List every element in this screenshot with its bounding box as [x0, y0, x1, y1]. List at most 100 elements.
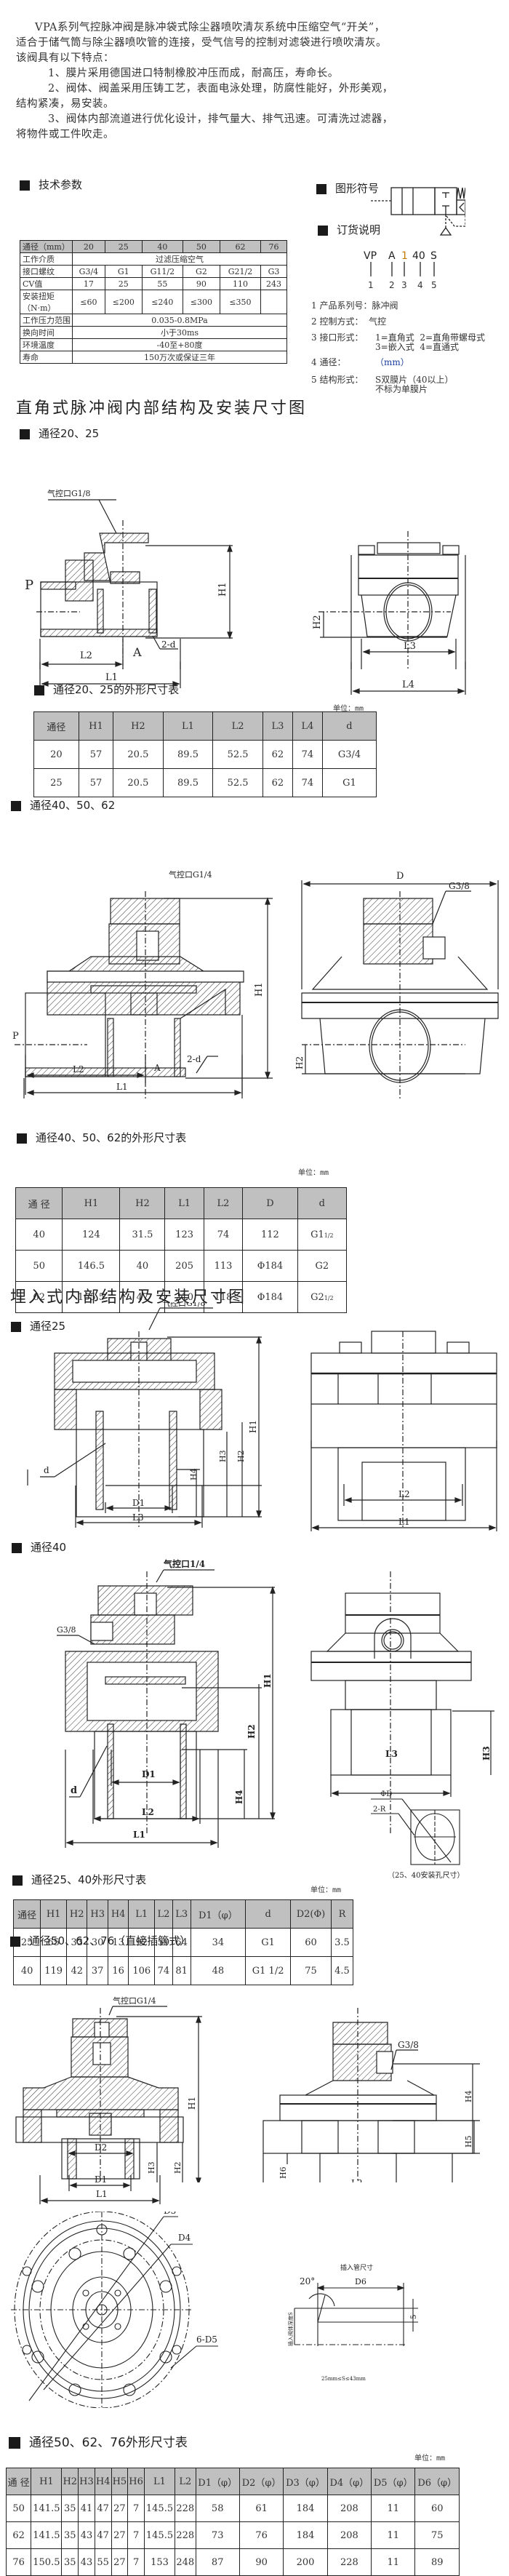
cell: 27 — [111, 2495, 129, 2522]
table-row: 环境温度-40至+80度 — [20, 338, 287, 351]
header-cell: 50 — [182, 240, 220, 253]
cell: 75 — [414, 2521, 460, 2549]
order-item: 5 结构形式：S双膜片（40以上）不标为单膜片 — [311, 374, 508, 396]
label-l1: L1 — [116, 1082, 128, 1092]
label-port: 气控口G1/4 — [113, 1995, 156, 2006]
cell: 3.5 — [330, 1928, 354, 1957]
row-value: 过滤压缩空气 — [72, 252, 287, 266]
label-l3: L3 — [132, 1512, 144, 1523]
label-a: A — [153, 1063, 161, 1073]
square-bullet-icon — [11, 800, 21, 811]
unit-label: 单位：mm — [333, 705, 364, 713]
cell: 11 — [371, 2548, 416, 2576]
order-item-value: （mm） — [375, 357, 409, 367]
label-h3: H3 — [218, 1450, 228, 1462]
header-cell: 通径 — [33, 711, 79, 741]
cell: 27 — [111, 2521, 129, 2549]
cell: 52.5 — [212, 740, 263, 769]
order-item-value: 不标为单膜片 — [375, 384, 428, 394]
row-value: G1 — [104, 265, 143, 278]
table-title: 通径40、50、62的外形尺寸表 — [36, 1131, 187, 1144]
row-label: 寿命 — [20, 351, 73, 364]
label-h1: H1 — [217, 582, 228, 597]
header-cell: D1（φ） — [190, 1899, 247, 1929]
row-value: 小于30ms — [72, 326, 287, 339]
header-cell: L1 — [143, 2468, 176, 2495]
row-value: G3 — [260, 265, 287, 278]
square-bullet-icon — [20, 428, 30, 439]
order-item: 2 控制方式： 气控 — [311, 316, 508, 332]
intro-line: 结构紧凑，易安装。 — [16, 98, 114, 110]
label-port: 气控口G1/4 — [169, 869, 212, 880]
label-h2: H2 — [247, 1724, 257, 1739]
header-cell: H2 — [65, 1899, 88, 1929]
table2-heading: 通径40、50、62的外形尺寸表 — [17, 1130, 186, 1145]
cell: 73 — [195, 2521, 240, 2549]
header-cell: H2 — [113, 711, 164, 741]
cell: 47 — [94, 2495, 112, 2522]
order-item-no: 1 — [311, 300, 317, 311]
cell: 62 — [262, 768, 293, 797]
label-h6: H6 — [278, 2166, 288, 2179]
label-l2: L2 — [398, 1489, 410, 1499]
cell: 165.5 — [62, 1281, 121, 1313]
cell: 87 — [195, 2548, 240, 2576]
header-cell: L2 — [212, 711, 263, 741]
row-value: G2 — [182, 265, 220, 278]
label-p: P — [25, 578, 33, 593]
label-h4: H4 — [189, 1468, 199, 1480]
hole-caption: （25、40安装孔尺寸） — [388, 1870, 464, 1880]
label-2d: 2-d — [187, 1054, 201, 1064]
label-6d5: 6-D5 — [196, 2334, 217, 2345]
intro-line: VPA系列气控脉冲阀是脉冲袋式除尘器喷吹清灰系统中压缩空气“开关”， — [35, 22, 385, 33]
cell: Φ184 — [242, 1250, 298, 1282]
row-value: 243 — [260, 277, 287, 290]
sec-40-heading: 通径40 — [12, 1539, 66, 1555]
cell: G11/2 — [297, 1219, 348, 1251]
cell: 62 — [5, 2521, 32, 2549]
header-cell: D — [242, 1187, 298, 1219]
code-vp: VP — [364, 250, 377, 262]
embedded-title: 埋入式内部结构及安装尺寸图 — [10, 1288, 247, 1307]
header-cell: d — [245, 1899, 292, 1929]
cell: 150.5 — [31, 2548, 63, 2576]
cell: 20 — [33, 740, 79, 769]
tech-heading: 技术参数 — [20, 177, 82, 192]
header-cell: 通径 — [12, 1899, 41, 1929]
cell: 146.5 — [62, 1250, 121, 1282]
row-label: 接口螺纹 — [20, 265, 73, 278]
cell: 60 — [290, 1928, 332, 1957]
cell: 50 — [5, 2495, 32, 2522]
header-cell: d — [297, 1187, 348, 1219]
order-item: 1 产品系列号：脉冲阀 — [311, 300, 508, 316]
row-value: ≤200 — [104, 290, 143, 314]
drawing-embedded-dn40-dims: d D1 L2 L1 — [65, 1745, 219, 1848]
label-port: 气控口G1/8 — [162, 1302, 206, 1308]
row-label: 环境温度 — [20, 338, 73, 351]
cell: 35 — [61, 2521, 79, 2549]
cell: 4.5 — [330, 1956, 354, 1985]
cell: 40 — [119, 1250, 166, 1282]
cell: 141.5 — [31, 2521, 63, 2549]
cell-subscript: 1/2 — [324, 1232, 334, 1239]
label-h3: H3 — [147, 2161, 156, 2174]
label-d4: D4 — [178, 2233, 191, 2243]
table-title: 通径50、62、76外形尺寸表 — [29, 2436, 188, 2450]
label-g38: G3/8 — [398, 2040, 419, 2050]
index-3: 3 — [401, 280, 407, 290]
mounting-hole-diagram: ΦD 2-R （25、40安装孔尺寸） — [371, 1790, 464, 1880]
label-l2: L2 — [142, 1807, 154, 1817]
code-s: S — [430, 250, 437, 262]
label-l2: L2 — [80, 650, 92, 661]
cell: 20.5 — [113, 768, 164, 797]
index-2: 2 — [389, 280, 395, 290]
cell: 75 — [290, 1956, 332, 1985]
code-a: A — [388, 250, 396, 262]
